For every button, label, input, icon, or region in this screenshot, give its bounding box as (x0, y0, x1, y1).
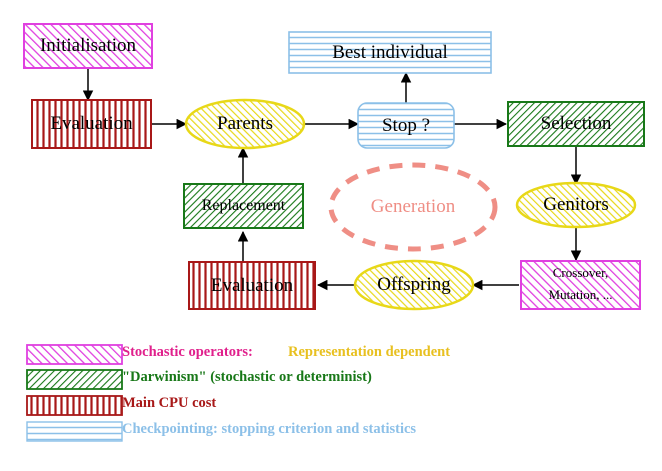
legend-label-checkpointing: Checkpointing: stopping criterion and st… (122, 421, 417, 437)
node-selection (507, 101, 645, 147)
legend-label-stochastic-operators: Stochastic operators: (122, 344, 253, 360)
node-generation (328, 162, 498, 252)
node-parents (184, 98, 306, 150)
legend-label-representation-dependent: Representation dependent (288, 344, 451, 360)
node-offspring (353, 259, 475, 311)
legend-swatch-cpu (26, 395, 123, 416)
edge-group (82, 68, 582, 291)
node-evaluation-top (31, 99, 152, 149)
node-best-individual (288, 31, 492, 74)
node-genitors (515, 181, 637, 229)
node-crossover-mutation (520, 260, 641, 310)
legend-swatch-darwinism (26, 369, 123, 390)
legend-swatch-checkpointing (26, 421, 123, 442)
node-evaluation-bottom (188, 261, 316, 310)
node-initialisation (23, 23, 153, 69)
node-replacement (183, 183, 304, 229)
legend-label-darwinism: "Darwinism" (stochastic or determinist) (122, 369, 372, 385)
legend-swatch-stochastic (26, 344, 123, 365)
node-stop (357, 102, 455, 149)
legend-label-main-cpu-cost: Main CPU cost (122, 395, 217, 411)
